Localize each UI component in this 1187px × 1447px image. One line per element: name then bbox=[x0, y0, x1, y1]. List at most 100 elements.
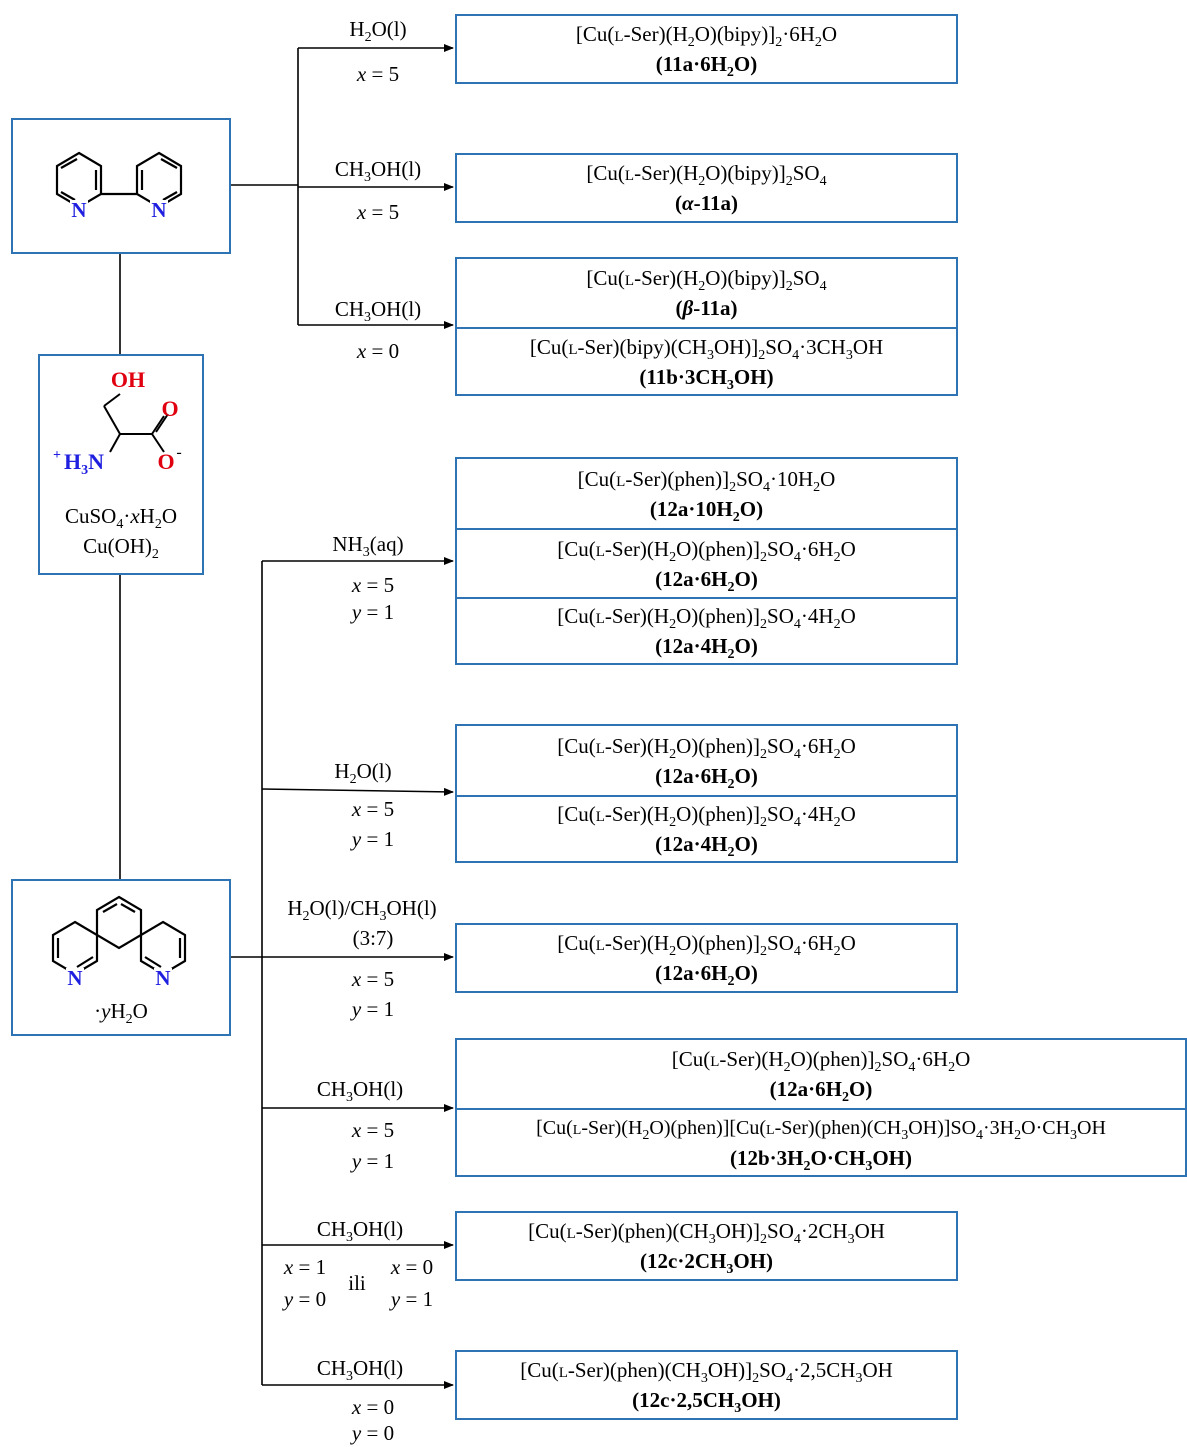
bipyridine-structure: N N bbox=[55, 151, 183, 222]
route-3-solvent: CH3OH(l) bbox=[334, 297, 422, 325]
product-formula: [Cu(l-Ser)(H2O)(phen)]2SO4·6H2O bbox=[557, 536, 856, 565]
product-cell: [Cu(l-Ser)(H2O)(phen)]2SO4·6H2O (12a·6H2… bbox=[457, 925, 956, 991]
route-2-condition-x: x = 5 bbox=[356, 200, 400, 224]
route-9-condition-y: y = 0 bbox=[351, 1421, 395, 1445]
product-cell: [Cu(l-Ser)(H2O)(bipy)]2SO4 (α-11a) bbox=[457, 155, 956, 221]
serine-carbonyl-o: O bbox=[161, 396, 178, 421]
phen-hydrate-label: ·yH2O bbox=[94, 999, 148, 1027]
serine-ammonium: H3N bbox=[64, 449, 104, 476]
phenanthroline-structure: N N bbox=[51, 895, 187, 990]
route-6-solvent: H2O(l)/CH3OH(l) bbox=[287, 896, 437, 924]
product-box-route-4: [Cu(l-Ser)(phen)]2SO4·10H2O (12a·10H2O) … bbox=[455, 457, 958, 665]
route-1-condition-x: x = 5 bbox=[356, 62, 400, 86]
product-formula: [Cu(l-Ser)(H2O)(phen)]2SO4·6H2O bbox=[671, 1047, 971, 1075]
product-label: (12c·2,5CH3OH) bbox=[632, 1388, 781, 1416]
product-label: (α-11a) bbox=[675, 191, 738, 215]
product-cell: [Cu(l-Ser)(H2O)(phen)]2SO4·6H2O (12a·6H2… bbox=[457, 726, 956, 795]
product-box-route-5: [Cu(l-Ser)(H2O)(phen)]2SO4·6H2O (12a·6H2… bbox=[455, 724, 958, 863]
product-cell: [Cu(l-Ser)(H2O)(phen)]2SO4·6H2O (12a·6H2… bbox=[457, 528, 956, 597]
product-cell: [Cu(l-Ser)(phen)(CH3OH)]2SO4·2CH3OH (12c… bbox=[457, 1213, 956, 1279]
route-3-condition-x: x = 0 bbox=[356, 339, 400, 363]
product-cell: [Cu(l-Ser)(H2O)(phen)]2SO4·4H2O (12a·4H2… bbox=[457, 795, 956, 861]
route-4-condition-x: x = 5 bbox=[351, 573, 395, 597]
product-box-route-2: [Cu(l-Ser)(H2O)(bipy)]2SO4 (α-11a) bbox=[455, 153, 958, 223]
product-formula: [Cu(l-Ser)(bipy)(CH3OH)]2SO4·3CH3OH bbox=[529, 334, 884, 363]
product-box-route-3: [Cu(l-Ser)(H2O)(bipy)]2SO4 (β-11a) [Cu(l… bbox=[455, 257, 958, 396]
route-2-solvent: CH3OH(l) bbox=[334, 157, 422, 185]
product-label: (12a·6H2O) bbox=[655, 763, 758, 792]
product-cell: [Cu(l-Ser)(H2O)(bipy)]2SO4 (β-11a) bbox=[457, 259, 956, 327]
arrow-route-5 bbox=[261, 787, 454, 796]
product-label: (11a·6H2O) bbox=[655, 52, 758, 80]
route-5-solvent: H2O(l) bbox=[334, 759, 392, 787]
route-8-condition-right-x: x = 0 bbox=[390, 1255, 434, 1279]
route-6-condition-x: x = 5 bbox=[351, 967, 395, 991]
route-5-condition-x: x = 5 bbox=[351, 797, 395, 821]
product-label: (12a·4H2O) bbox=[655, 832, 758, 860]
product-formula: [Cu(l-Ser)(phen)]2SO4·10H2O bbox=[577, 466, 836, 495]
route-4-solvent: NH3(aq) bbox=[332, 532, 404, 560]
serine-structure: OH O O - + H3N bbox=[53, 367, 182, 476]
serine-minus-charge: - bbox=[176, 444, 181, 461]
bipy-nitrogen-2: N bbox=[151, 198, 166, 222]
product-label: (11b·3CH3OH) bbox=[639, 364, 774, 393]
route-9-solvent: CH3OH(l) bbox=[316, 1356, 404, 1384]
product-box-route-7: [Cu(l-Ser)(H2O)(phen)]2SO4·6H2O (12a·6H2… bbox=[455, 1038, 1187, 1177]
product-cell: [Cu(l-Ser)(bipy)(CH3OH)]2SO4·3CH3OH (11b… bbox=[457, 327, 956, 394]
serine-copper-box: OH O O - + H3N CuSO4·xH2O Cu(OH)2 bbox=[38, 354, 204, 575]
product-formula: [Cu(l-Ser)(H2O)(bipy)]2SO4 bbox=[586, 161, 827, 189]
bipy-box: N N bbox=[11, 118, 231, 254]
copper-source-line-1: CuSO4·xH2O bbox=[64, 504, 178, 532]
product-cell: [Cu(l-Ser)(phen)]2SO4·10H2O (12a·10H2O) bbox=[457, 459, 956, 528]
phen-nitrogen-2: N bbox=[155, 966, 170, 990]
serine-hydroxyl: OH bbox=[111, 367, 145, 392]
route-8-condition-right-y: y = 1 bbox=[390, 1287, 434, 1311]
product-label: (12b·3H2O·CH3OH) bbox=[729, 1145, 913, 1174]
phen-box: N N ·yH2O bbox=[11, 879, 231, 1036]
route-7-condition-x: x = 5 bbox=[351, 1118, 395, 1142]
product-cell: [Cu(l-Ser)(H2O)(phen)]2SO4·6H2O (12a·6H2… bbox=[457, 1040, 1185, 1108]
bipy-nitrogen-1: N bbox=[71, 198, 86, 222]
product-box-route-8: [Cu(l-Ser)(phen)(CH3OH)]2SO4·2CH3OH (12c… bbox=[455, 1211, 958, 1281]
copper-source-line-2: Cu(OH)2 bbox=[83, 534, 159, 562]
product-label: (12a·10H2O) bbox=[649, 496, 764, 525]
product-formula: [Cu(l-Ser)(phen)(CH3OH)]2SO4·2CH3OH bbox=[528, 1219, 885, 1247]
product-label: (12a·4H2O) bbox=[655, 634, 758, 662]
route-6-condition-y: y = 1 bbox=[351, 997, 395, 1021]
route-1-solvent: H2O(l) bbox=[349, 17, 407, 45]
route-4-condition-y: y = 1 bbox=[351, 600, 395, 624]
route-5-condition-y: y = 1 bbox=[351, 827, 395, 851]
phen-nitrogen-1: N bbox=[67, 966, 82, 990]
product-formula: [Cu(l-Ser)(H2O)(bipy)]2·6H2O bbox=[575, 22, 838, 50]
product-label: (12a·6H2O) bbox=[655, 961, 758, 989]
route-9-condition-x: x = 0 bbox=[351, 1395, 395, 1419]
product-label: (β-11a) bbox=[675, 296, 738, 320]
product-box-route-6: [Cu(l-Ser)(H2O)(phen)]2SO4·6H2O (12a·6H2… bbox=[455, 923, 958, 993]
product-formula: [Cu(l-Ser)(H2O)(phen)]2SO4·4H2O bbox=[557, 802, 856, 830]
product-formula: [Cu(l-Ser)(H2O)(phen)][Cu(l-Ser)(phen)(C… bbox=[536, 1116, 1106, 1143]
product-box-route-9: [Cu(l-Ser)(phen)(CH3OH)]2SO4·2,5CH3OH (1… bbox=[455, 1350, 958, 1420]
product-formula: [Cu(l-Ser)(H2O)(phen)]2SO4·4H2O bbox=[557, 604, 856, 632]
product-cell: [Cu(l-Ser)(H2O)(phen)][Cu(l-Ser)(phen)(C… bbox=[457, 1108, 1185, 1175]
product-label: (12c·2CH3OH) bbox=[640, 1249, 773, 1277]
route-8-solvent: CH3OH(l) bbox=[316, 1217, 404, 1245]
product-cell: [Cu(l-Ser)(phen)(CH3OH)]2SO4·2,5CH3OH (1… bbox=[457, 1352, 956, 1418]
product-cell: [Cu(l-Ser)(H2O)(bipy)]2·6H2O (11a·6H2O) bbox=[457, 16, 956, 82]
product-formula: [Cu(l-Ser)(H2O)(phen)]2SO4·6H2O bbox=[557, 931, 856, 959]
product-formula: [Cu(l-Ser)(H2O)(phen)]2SO4·6H2O bbox=[557, 733, 856, 762]
product-label: (12a·6H2O) bbox=[769, 1077, 873, 1105]
route-7-condition-y: y = 1 bbox=[351, 1149, 395, 1173]
product-formula: [Cu(l-Ser)(H2O)(bipy)]2SO4 bbox=[586, 266, 827, 294]
product-box-route-1: [Cu(l-Ser)(H2O)(bipy)]2·6H2O (11a·6H2O) bbox=[455, 14, 958, 84]
route-8-condition-left-x: x = 1 bbox=[283, 1255, 327, 1279]
serine-carboxylate-o: O bbox=[157, 449, 174, 474]
product-label: (12a·6H2O) bbox=[655, 566, 758, 595]
route-8-condition-left-y: y = 0 bbox=[283, 1287, 327, 1311]
route-8-condition-joiner: ili bbox=[348, 1271, 366, 1295]
product-cell: [Cu(l-Ser)(H2O)(phen)]2SO4·4H2O (12a·4H2… bbox=[457, 597, 956, 663]
product-formula: [Cu(l-Ser)(phen)(CH3OH)]2SO4·2,5CH3OH bbox=[520, 1358, 893, 1386]
serine-plus-charge: + bbox=[53, 448, 61, 463]
route-7-solvent: CH3OH(l) bbox=[316, 1077, 404, 1105]
